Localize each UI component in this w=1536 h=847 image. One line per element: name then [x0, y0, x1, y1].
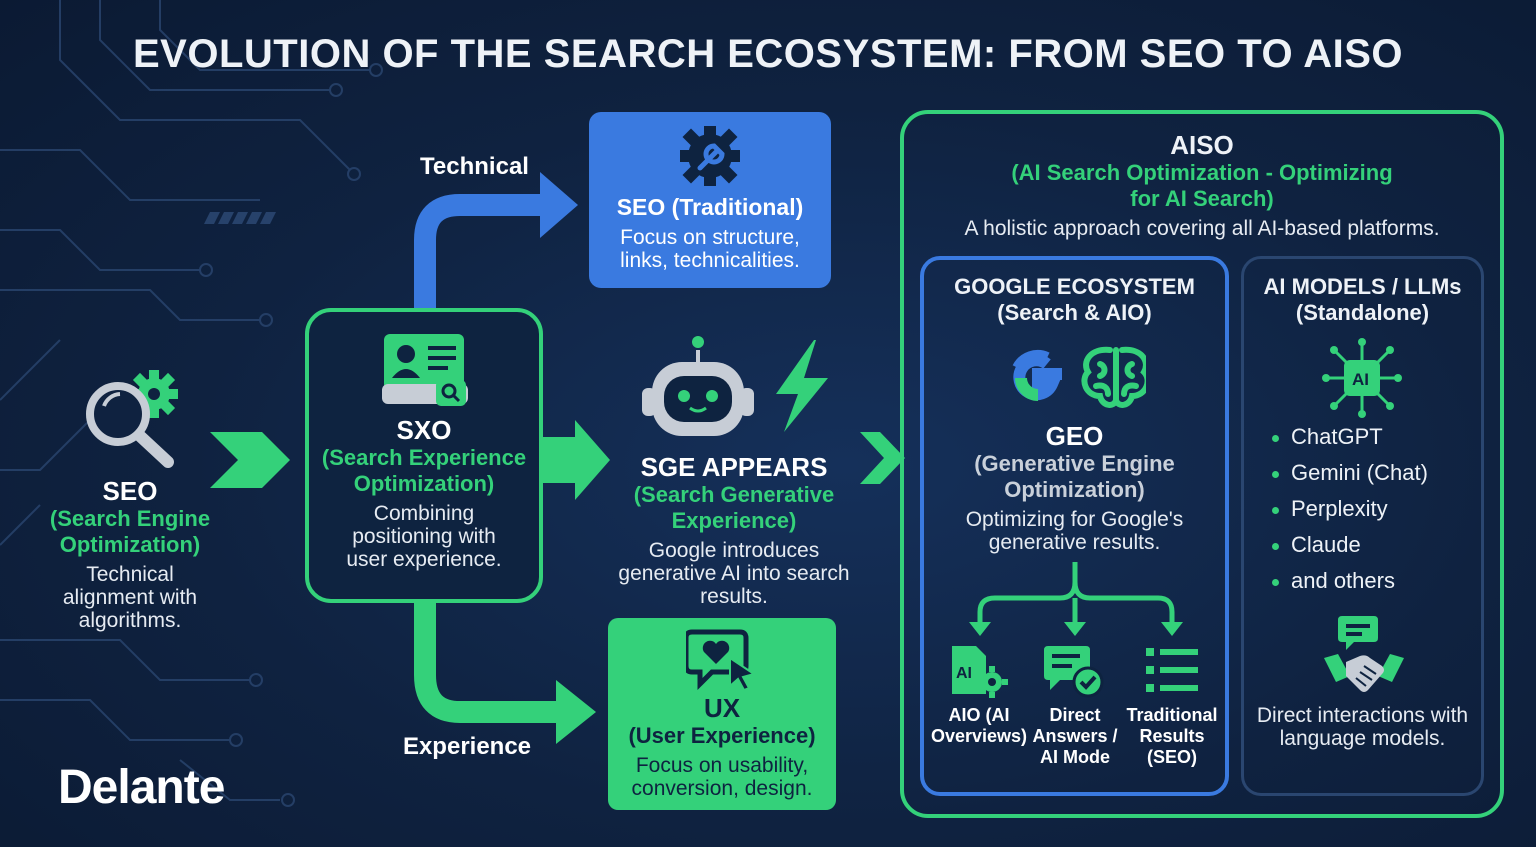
llms-panel: [1241, 256, 1484, 796]
svg-text:AI: AI: [1352, 370, 1369, 389]
google-title-1: GOOGLE ECOSYSTEM: [954, 274, 1195, 299]
experience-arrowhead: [556, 680, 596, 744]
technical-path: [414, 194, 545, 310]
geo-output-direct-line-2: Answers /: [1032, 726, 1118, 746]
geo-subtitle-1: (Generative Engine: [974, 451, 1175, 476]
bullet-dot-icon: [1272, 542, 1279, 550]
llms-title-1: AI MODELS / LLMs: [1263, 274, 1462, 299]
handshake-chat-icon: [1324, 616, 1404, 692]
sge-desc-2: generative AI into search: [618, 562, 850, 585]
chevron-sge-aiso: [860, 432, 905, 484]
llm-list-item: Gemini (Chat): [1272, 455, 1472, 491]
experience-path: [414, 600, 560, 723]
diagram-title: EVOLUTION OF THE SEARCH ECOSYSTEM: FROM …: [132, 32, 1404, 76]
geo-desc-2: generative results.: [988, 531, 1161, 554]
delante-logo: Delante: [58, 761, 225, 814]
seo-traditional-title: SEO (Traditional): [616, 194, 804, 220]
experience-label: Experience: [402, 733, 532, 760]
llm-list-label: and others: [1291, 568, 1395, 593]
geo-output-traditional: Traditional Results (SEO): [1120, 705, 1224, 768]
geo-output-aio-line-1: AIO (AI: [948, 705, 1010, 725]
seo-subtitle-1: (Search Engine: [49, 506, 211, 531]
aiso-subtitle-2: for AI Search): [1130, 186, 1274, 211]
aiso-subtitle-1: (AI Search Optimization - Optimizing: [1011, 160, 1393, 185]
bullet-dot-icon: [1272, 578, 1279, 586]
geo-output-direct-answers: Direct Answers / AI Mode: [1023, 705, 1127, 768]
sxo-subtitle-1: (Search Experience: [321, 445, 527, 470]
seo-title: SEO: [102, 476, 158, 506]
technical-arrowhead: [540, 172, 578, 238]
bullet-dot-icon: [1272, 470, 1279, 478]
llm-list-item: Claude: [1272, 527, 1472, 563]
geo-title: GEO: [1045, 421, 1104, 451]
sge-subtitle-2: Experience): [671, 508, 797, 533]
svg-text:AI: AI: [956, 665, 972, 682]
sxo-subtitle-2: Optimization): [353, 471, 495, 496]
geo-output-direct-line-1: Direct: [1049, 705, 1101, 725]
geo-output-traditional-line-1: Traditional: [1126, 705, 1218, 725]
technical-label: Technical: [420, 153, 529, 180]
ux-desc-2: conversion, design.: [631, 777, 813, 800]
google-g-brain-icon: [1012, 346, 1146, 408]
ux-subtitle: (User Experience): [628, 723, 816, 748]
sxo-desc-3: user experience.: [346, 548, 502, 571]
robot-lightning-icon: [642, 336, 828, 436]
arrow-sxo-sge: [543, 420, 610, 500]
llm-list-label: Gemini (Chat): [1291, 460, 1428, 485]
sxo-title: SXO: [396, 415, 452, 445]
llms-title-2: (Standalone): [1295, 300, 1430, 325]
sge-desc-3: results.: [700, 585, 768, 608]
magnifier-gear-icon: [86, 370, 178, 468]
aiso-title: AISO: [1170, 130, 1234, 160]
google-title-2: (Search & AIO): [997, 300, 1152, 325]
sge-desc-1: Google introduces: [648, 539, 820, 562]
seo-traditional-desc-2: links, technicalities.: [620, 249, 800, 272]
llm-list-label: Perplexity: [1291, 496, 1388, 521]
bullet-dot-icon: [1272, 506, 1279, 514]
sxo-desc-2: positioning with: [352, 525, 496, 548]
list-icon: [1146, 648, 1198, 692]
google-ecosystem-panel: [920, 256, 1229, 796]
sge-subtitle-1: (Search Generative: [633, 482, 835, 507]
ai-document-gear-icon: AI: [952, 646, 1008, 698]
ux-desc-1: Focus on usability,: [635, 754, 809, 777]
sge-title: SGE APPEARS: [640, 452, 828, 482]
llm-list-label: ChatGPT: [1291, 424, 1383, 449]
aiso-desc: A holistic approach covering all AI-base…: [964, 217, 1440, 240]
geo-desc-1: Optimizing for Google's: [965, 508, 1184, 531]
seo-desc-3: algorithms.: [78, 609, 182, 632]
geo-output-aio-line-2: Overviews): [930, 726, 1028, 746]
llms-footer-2: language models.: [1279, 727, 1446, 750]
chat-check-icon: [1044, 646, 1104, 698]
llms-footer-1: Direct interactions with: [1256, 704, 1469, 727]
sxo-desc-1: Combining: [373, 502, 475, 525]
geo-branch-arrows: [977, 562, 1175, 625]
chevron-seo-sxo: [210, 432, 290, 488]
seo-traditional-desc-1: Focus on structure,: [620, 226, 800, 249]
heart-chat-cursor-icon: [686, 629, 757, 692]
ux-title: UX: [703, 693, 741, 723]
llm-list-item: ChatGPT: [1272, 419, 1472, 455]
seo-desc-2: alignment with: [62, 586, 198, 609]
geo-output-traditional-line-3: (SEO): [1146, 747, 1197, 767]
ai-chip-network-icon: AI: [1322, 338, 1402, 418]
llm-list-item: Perplexity: [1272, 491, 1472, 527]
gear-wrench-icon: [680, 126, 740, 186]
seo-subtitle-2: Optimization): [59, 532, 201, 557]
geo-subtitle-2: Optimization): [1004, 477, 1145, 502]
llm-list-item: and others: [1272, 563, 1472, 599]
geo-output-direct-line-3: AI Mode: [1040, 747, 1110, 767]
aiso-container: [900, 110, 1504, 818]
geo-output-traditional-line-2: Results: [1139, 726, 1205, 746]
seo-desc-1: Technical: [86, 563, 174, 586]
bullet-dot-icon: [1272, 434, 1279, 442]
llm-list-label: Claude: [1291, 532, 1361, 557]
geo-output-aio: AIO (AI Overviews): [925, 705, 1033, 747]
profile-card-search-icon: [382, 334, 468, 406]
